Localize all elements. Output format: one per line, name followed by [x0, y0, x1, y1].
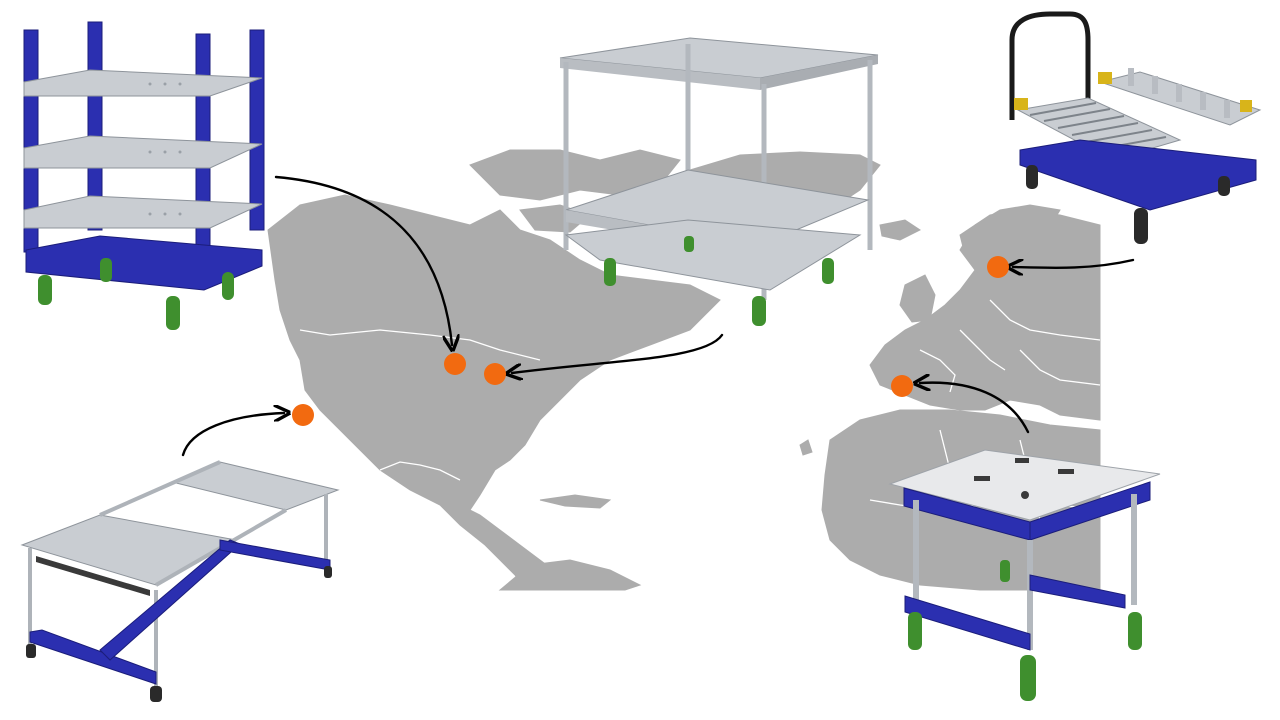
- connector-arrows: [181, 175, 1135, 457]
- arrow-platform-cart-to-spain: [920, 383, 1030, 434]
- europe-landmass: [869, 209, 1101, 421]
- blue-shelf-cart-3-tier[interactable]: [23, 21, 265, 330]
- elevated-platform-cart[interactable]: [888, 449, 1161, 701]
- arrow-shelf-cart-to-midwest: [274, 175, 452, 345]
- arrow-steel-cart-to-michigan: [512, 333, 724, 373]
- south-america-landmass: [498, 559, 642, 591]
- location-marker-california-usa[interactable]: [292, 404, 314, 426]
- arrow-kit-cart-to-sweden: [1013, 260, 1135, 268]
- arrow-tray-cart-to-california: [181, 413, 284, 457]
- caribbean-islands: [539, 494, 612, 509]
- location-marker-midwest-usa[interactable]: [444, 353, 466, 375]
- kit-cart-with-handle[interactable]: [1009, 11, 1262, 244]
- iceland-landmass: [879, 219, 921, 241]
- blue-tray-cart[interactable]: [20, 460, 340, 702]
- atlantic-islands: [799, 439, 813, 456]
- arctic-islands: [469, 149, 681, 201]
- location-markers: [292, 256, 1009, 426]
- steel-2-tier-cart[interactable]: [559, 37, 879, 326]
- location-marker-michigan-usa[interactable]: [484, 363, 506, 385]
- scandinavia-landmass: [959, 204, 1061, 281]
- location-marker-sweden[interactable]: [987, 256, 1009, 278]
- location-marker-spain[interactable]: [891, 375, 913, 397]
- uk-landmass: [899, 274, 936, 323]
